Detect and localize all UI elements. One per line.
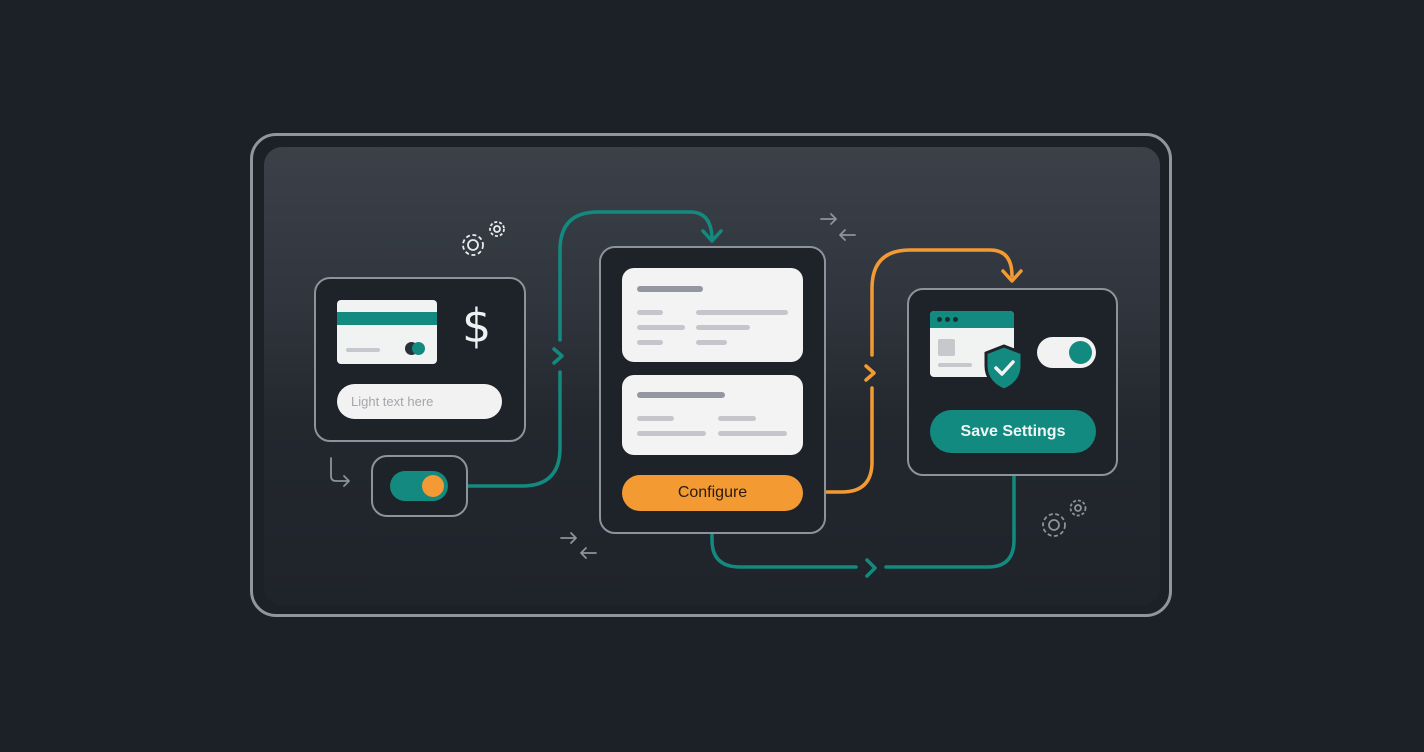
settings-toggle[interactable] [1037, 337, 1096, 368]
toggle-knob [1069, 341, 1092, 364]
payment-input[interactable] [337, 384, 502, 419]
workflow-frame [250, 133, 1172, 617]
config-panel-2 [622, 375, 803, 455]
config-panel-1 [622, 268, 803, 362]
credit-card-icon [337, 300, 437, 364]
dollar-icon: $ [462, 299, 492, 353]
save-settings-button[interactable]: Save Settings [930, 410, 1096, 453]
browser-window-icon [930, 311, 1014, 377]
configure-button[interactable]: Configure [622, 475, 803, 511]
toggle-knob [422, 475, 444, 497]
step-toggle[interactable] [390, 471, 448, 501]
shield-check-icon [984, 344, 1024, 392]
